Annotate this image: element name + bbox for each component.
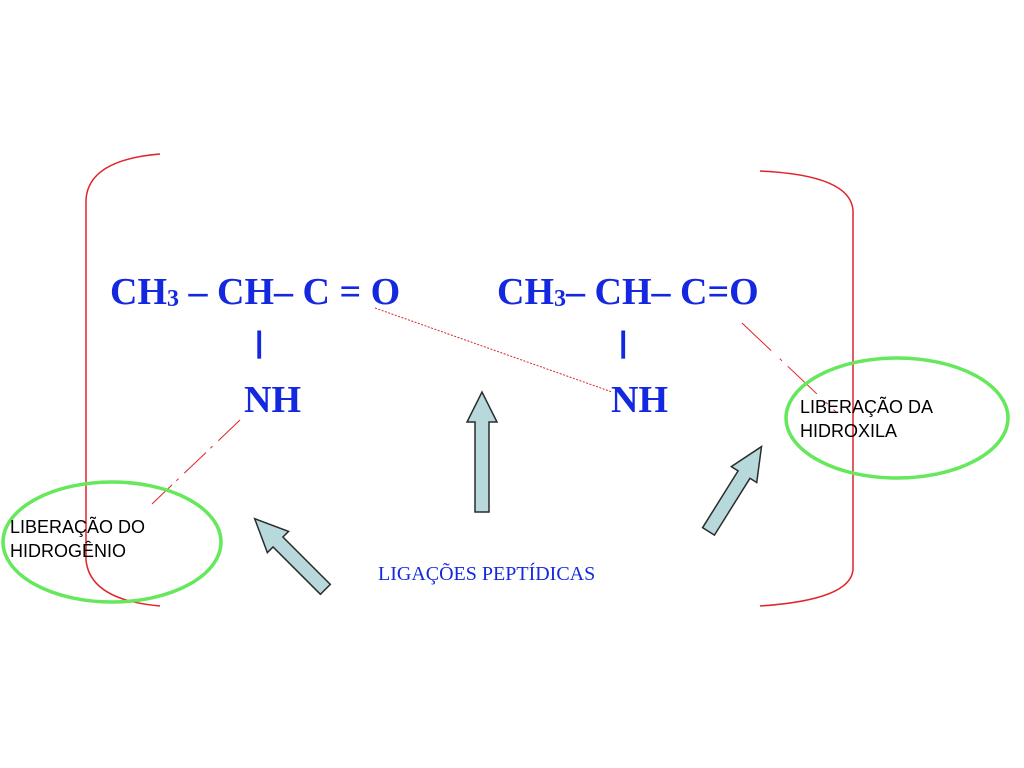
hydroxyl-ellipse xyxy=(784,356,1010,480)
right-amino-acid-formula: CH3– CH– C=O xyxy=(497,270,759,314)
right-subscript: 3 xyxy=(554,286,566,312)
right-nh-group: NH xyxy=(611,379,668,421)
left-amino-acid-formula: CH3 – CH– C = O xyxy=(110,270,400,314)
center-up-arrow xyxy=(465,390,499,513)
left-ch-text: CH xyxy=(110,271,167,313)
left-bond-bar: | xyxy=(255,326,264,359)
right-bracket xyxy=(759,170,854,607)
hydrogen-label-line2: HIDROGÊNIO xyxy=(10,541,127,561)
left-chain-text: – CH– C = O xyxy=(179,271,401,313)
hydrogen-pointer-line xyxy=(151,419,241,505)
hydroxyl-label-line1: LIBERAÇÃO DA xyxy=(800,397,934,417)
hydrogen-label-line1: LIBERAÇÃO DO xyxy=(10,517,146,537)
peptide-bonds-caption: LIGAÇÕES PEPTÍDICAS xyxy=(378,563,596,585)
left-subscript: 3 xyxy=(167,286,179,312)
right-chain-text: – CH– C=O xyxy=(566,271,759,313)
hydroxyl-label: LIBERAÇÃO DA HIDROXILA xyxy=(800,395,933,443)
hydrogen-ellipse xyxy=(1,480,223,604)
right-bond-bar: | xyxy=(619,326,628,359)
peptide-bond-line xyxy=(374,307,613,393)
right-diagonal-arrow xyxy=(701,445,763,537)
hydroxyl-pointer-line xyxy=(741,322,837,413)
left-bracket xyxy=(85,153,161,607)
left-diagonal-arrow xyxy=(253,517,332,596)
hydrogen-label: LIBERAÇÃO DO HIDROGÊNIO xyxy=(10,515,145,563)
hydroxyl-label-line2: HIDROXILA xyxy=(800,421,898,441)
right-ch-text: CH xyxy=(497,271,554,313)
left-nh-group: NH xyxy=(244,379,301,421)
